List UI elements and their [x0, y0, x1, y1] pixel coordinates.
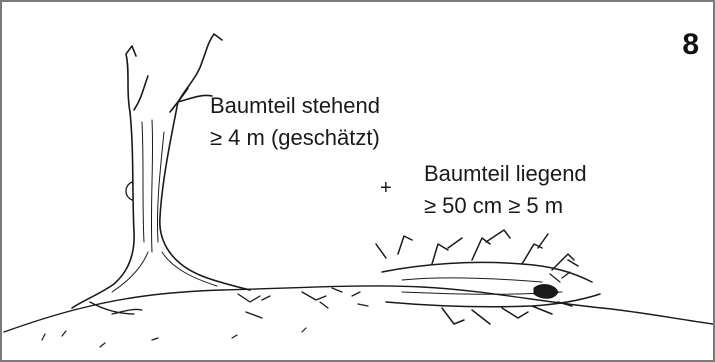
- plus-sign: +: [380, 172, 392, 204]
- standing-tree-part: [72, 34, 270, 318]
- lying-part-name: Baumteil liegend: [424, 158, 587, 190]
- standing-part-label: Baumteil stehend ≥ 4 m (geschätzt): [210, 90, 380, 154]
- panel-number: 8: [682, 28, 699, 62]
- lying-part-label: Baumteil liegend ≥ 50 cm ≥ 5 m: [424, 158, 587, 222]
- ground-debris: [302, 288, 368, 308]
- lying-tree-part: [376, 230, 600, 324]
- lying-part-size: ≥ 50 cm ≥ 5 m: [424, 190, 587, 222]
- standing-part-height: ≥ 4 m (geschätzt): [210, 122, 380, 154]
- standing-part-name: Baumteil stehend: [210, 90, 380, 122]
